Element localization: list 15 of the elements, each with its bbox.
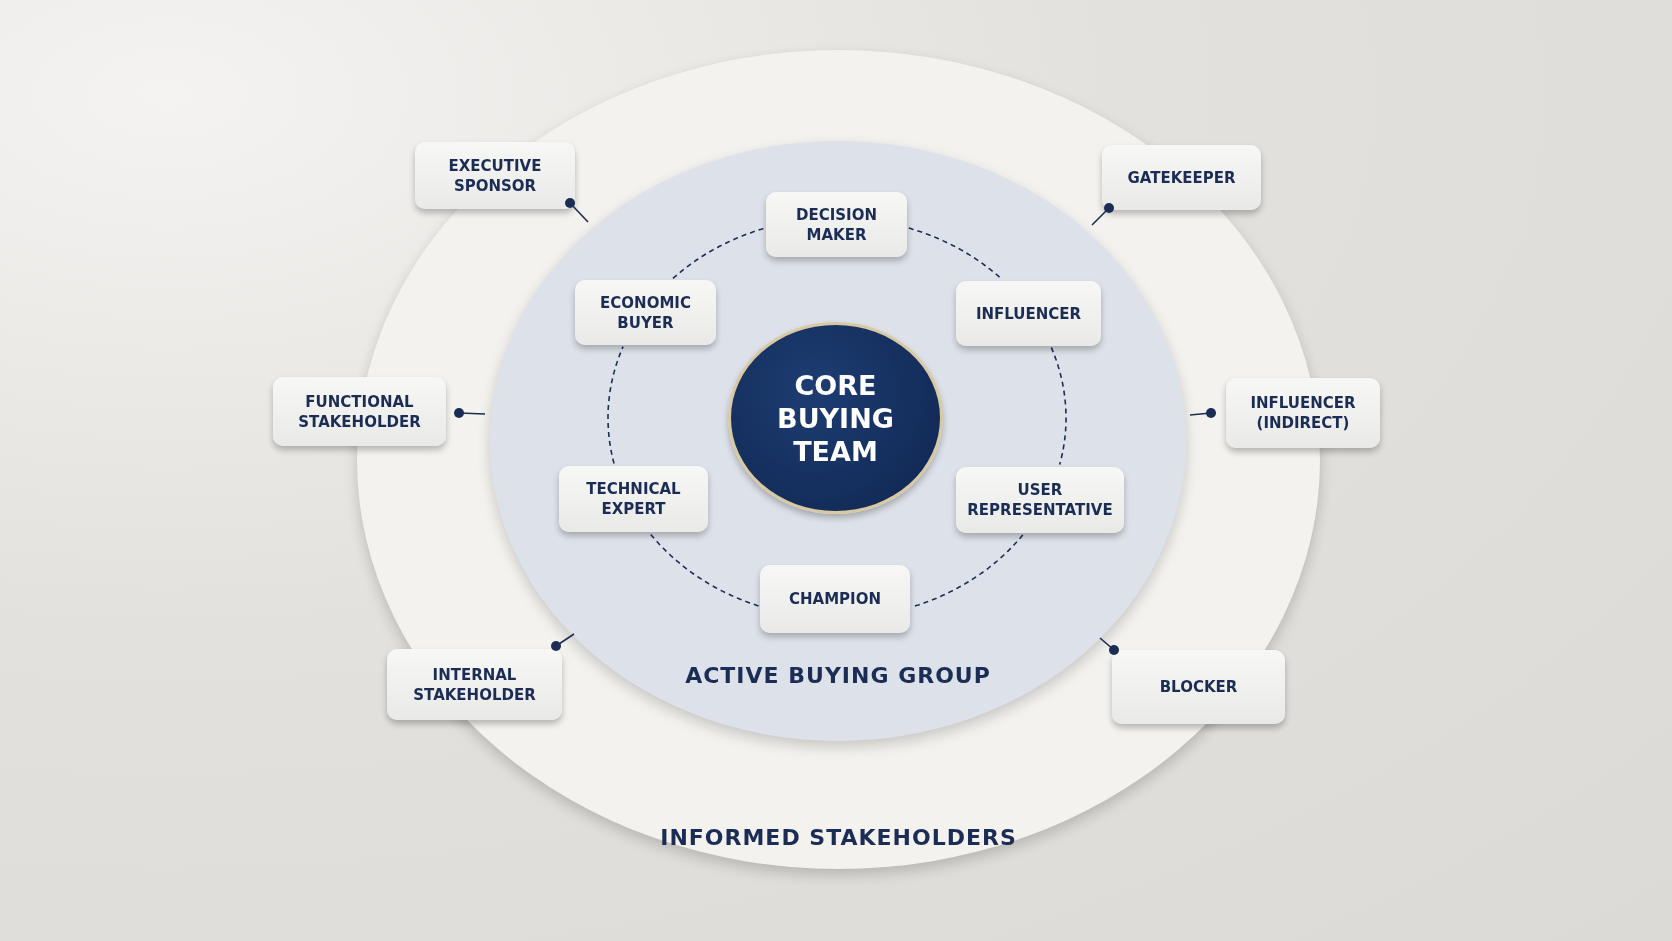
role-box: CHAMPION bbox=[760, 565, 910, 633]
ring-label: INFORMED STAKEHOLDERS bbox=[659, 825, 1018, 850]
role-box: INFLUENCER (INDIRECT) bbox=[1226, 378, 1380, 448]
dashed-connector bbox=[908, 227, 1003, 280]
role-box: INFLUENCER bbox=[956, 281, 1101, 346]
role-box: ECONOMIC BUYER bbox=[575, 280, 716, 345]
role-box: DECISION MAKER bbox=[766, 192, 907, 257]
dashed-connector bbox=[607, 345, 624, 465]
role-box: FUNCTIONAL STAKEHOLDER bbox=[273, 377, 446, 446]
core-circle: CORE BUYING TEAM bbox=[728, 322, 943, 514]
dashed-connector bbox=[1050, 346, 1067, 466]
role-box: USER REPRESENTATIVE bbox=[956, 467, 1124, 533]
dashed-connector bbox=[649, 532, 760, 607]
dashed-connector bbox=[672, 227, 766, 280]
role-box: TECHNICAL EXPERT bbox=[559, 466, 708, 532]
